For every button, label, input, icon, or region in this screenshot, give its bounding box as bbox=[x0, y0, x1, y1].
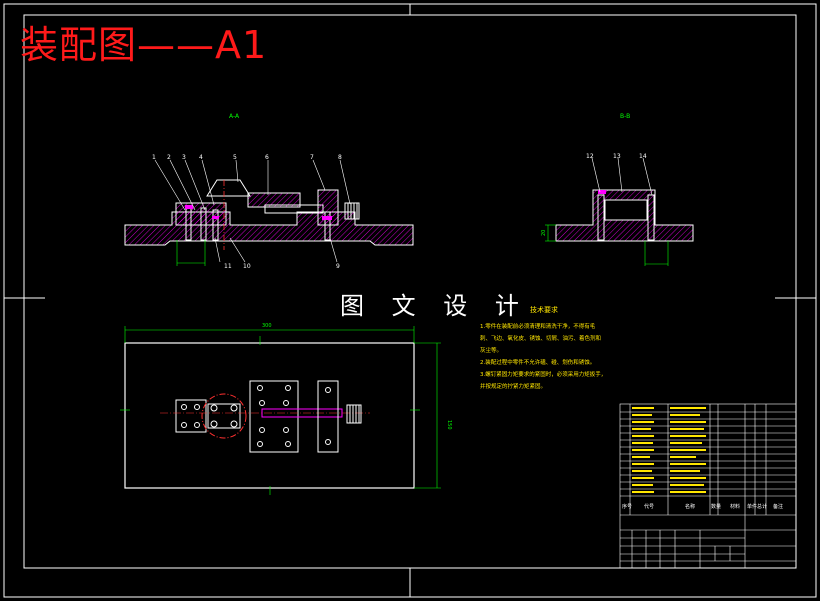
tech-requirement-line: 灰尘等。 bbox=[480, 348, 503, 354]
dim-section-height: 20 bbox=[541, 230, 547, 236]
title-block bbox=[619, 403, 797, 569]
callout-number: 9 bbox=[336, 263, 340, 270]
callout-number: 3 bbox=[182, 154, 186, 161]
callout-number: 6 bbox=[265, 154, 269, 161]
tech-requirement-line: 2.装配过程中零件不允许磕、碰、划伤和锈蚀。 bbox=[480, 360, 596, 366]
watermark-text: 图 文 设 计 bbox=[340, 292, 529, 320]
callout-number: 13 bbox=[613, 153, 621, 160]
parts-list-header-cell: 单件 bbox=[747, 503, 757, 510]
parts-list-header-cell: 材料 bbox=[730, 503, 740, 510]
drawing-title: 装配图——A1 bbox=[20, 23, 268, 67]
plan-base-plate bbox=[124, 342, 415, 489]
base-plate-section bbox=[124, 211, 414, 246]
section-a-label: A-A bbox=[229, 113, 240, 120]
guide-body bbox=[247, 192, 301, 208]
callouts-section-a-top: 1 2 3 4 5 6 7 8 bbox=[152, 154, 342, 161]
tech-requirement-line: 并按规定的拧紧力矩紧固。 bbox=[480, 384, 547, 390]
dim-section-b bbox=[545, 224, 669, 266]
plan-view: 300 150 bbox=[120, 323, 452, 495]
v-block bbox=[206, 179, 251, 197]
plan-dimensions bbox=[120, 326, 441, 495]
parts-list-header-cell: 序号 bbox=[622, 503, 632, 510]
section-b-label: B-B bbox=[620, 113, 630, 120]
callout-number: 2 bbox=[167, 154, 171, 161]
callout-number: 12 bbox=[586, 153, 594, 160]
callout-number: 11 bbox=[224, 263, 232, 270]
callout-number: 8 bbox=[338, 154, 342, 161]
centering-marks bbox=[4, 4, 816, 597]
section-a-view bbox=[124, 159, 414, 266]
callout-number: 1 bbox=[152, 154, 156, 161]
parts-list-header-cell: 代号 bbox=[644, 503, 654, 510]
knob bbox=[344, 202, 360, 220]
callouts-section-b: 12 13 14 bbox=[586, 153, 647, 160]
tech-requirement-line: 1.零件在装配前必须清理和清洗干净，不得有毛 bbox=[480, 324, 596, 330]
callout-number: 14 bbox=[639, 153, 647, 160]
parts-list-header-cell: 备注 bbox=[773, 503, 783, 510]
dim-plan-height: 150 bbox=[446, 420, 452, 430]
callout-number: 4 bbox=[199, 154, 203, 161]
parts-list-marks bbox=[632, 407, 706, 493]
dim-plan-width: 300 bbox=[262, 323, 272, 329]
parts-list-header-cell: 名称 bbox=[685, 503, 695, 510]
section-b-view: 20 bbox=[541, 157, 694, 266]
parts-list-header-cell: 总计 bbox=[757, 503, 767, 510]
callout-number: 10 bbox=[243, 263, 251, 270]
callouts-section-a-bottom: 11 10 9 bbox=[224, 263, 340, 270]
callout-number: 7 bbox=[310, 154, 314, 161]
callout-number: 5 bbox=[233, 154, 237, 161]
tech-requirements-title: 技术要求 bbox=[530, 306, 558, 314]
tech-requirement-line: 刺、飞边、氧化皮、锈蚀、切屑、油污、着色剂和 bbox=[480, 336, 602, 342]
tech-requirement-line: 3.螺钉紧固力矩要求的紧固时，必须采用力矩扳手， bbox=[480, 372, 607, 378]
parts-list-header-cell: 数量 bbox=[711, 503, 721, 510]
parts-list-header: 序号 代号 名称 数量 材料单件总计备注 bbox=[622, 503, 783, 510]
dim-section-a bbox=[176, 240, 206, 266]
